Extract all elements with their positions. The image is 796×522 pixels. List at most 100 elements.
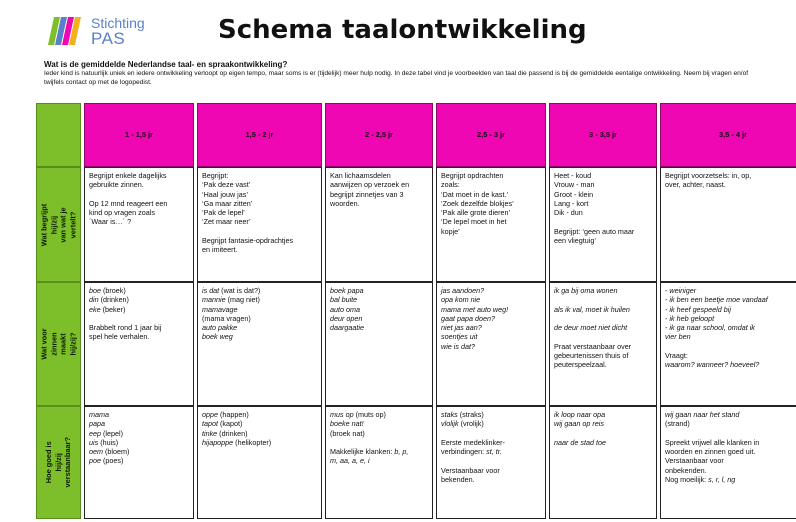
cell-text: vlolijk [441,419,459,429]
cell-line: niet jas aan? [441,323,541,332]
cell-line: (mama vragen) [202,314,317,323]
cell-text: - ik ben een beetje moe vandaaf [665,295,768,305]
cell-line [554,429,652,438]
cell-line: vier ben [665,332,796,341]
cell-text: zoals: [441,180,460,190]
table-cell: oppe (happen)tapot (kapot)tinke (drinken… [197,406,322,519]
row-label: Wat begrijpt hij/zij van wat je vertelt? [36,167,81,282]
cell-text: spel hele verhalen. [89,332,150,342]
cell-text: mannie [202,295,226,305]
cell-line: ‘Pak deze vast’ [202,180,317,189]
cell-line: - ik ben een beetje moe vandaaf [665,295,796,304]
cell-line: en imiteert. [202,245,317,254]
cell-text: gebruikte zinnen. [89,180,144,190]
cell-line: boek weg [202,332,317,341]
cell-line: mama [89,410,189,419]
cell-text: Vraagt: [665,351,688,361]
cell-line: vlolijk (vrolijk) [441,419,541,428]
cell-text: (strand) [665,419,690,429]
cell-text: (bloem) [102,447,130,457]
cell-text: Kan lichaamsdelen [330,171,391,180]
table-corner [36,103,81,167]
cell-text: Spreekt vrijwel alle klanken in [665,437,760,447]
cell-line: Vrouw - man [554,180,652,189]
cell-line: als ik val, moet ik huilen [554,305,652,314]
cell-text: - ik ga naar school, omdat ik [665,323,755,333]
cell-line: Vraagt: [665,351,796,360]
table-cell: staks (straks)vlolijk (vrolijk)Eerste me… [436,406,546,519]
logo-text-stichting: Stichting [91,15,145,31]
cell-line: verbindingen: st, tr. [441,447,541,456]
cell-text: Nog moeilijk: [665,475,709,485]
cell-text: Verstaanbaar voor [665,456,724,466]
cell-text: boe [89,286,101,295]
cell-line: Kan lichaamsdelen [330,171,428,180]
cell-line: - ik heb geloopt [665,314,796,323]
cell-text: st, tr. [486,447,502,457]
cell-text: een vliegtuig’ [554,236,596,246]
cell-text: Begrijpt: [202,171,229,180]
cell-line: eep (lepel) [89,429,189,438]
cell-line: woorden en zinnen goed uit. [665,447,796,456]
table-cell: boe (broek)din (drinken)eke (beker)Brabb… [84,282,194,406]
cell-text: wij gaan naar het stand [665,410,740,419]
cell-text: m, aa, a, e, i [330,456,370,466]
logo-stripes-icon [48,17,81,45]
cell-text: oem [89,447,103,457]
cell-text: Begrijpt: ‘geen auto maar [554,226,635,236]
cell-text: boeke nat! [330,419,364,429]
cell-text: auto oma [330,304,360,314]
cell-text: (mama vragen) [202,313,251,323]
cell-line [441,429,541,438]
cell-text: bekenden. [441,475,475,485]
cell-text: kind op vragen zoals [89,208,155,218]
cell-line: bal buite [330,295,428,304]
cell-line: opa kom nie [441,295,541,304]
cell-text: ‘Zoek dezelfde blokjes’ [441,198,514,208]
cell-text: Op 12 mnd reageert een [89,198,168,208]
cell-text: (mag niet) [225,295,260,305]
cell-text: verbindingen: [441,447,487,457]
cell-line: Groot - klein [554,190,652,199]
cell-text: woorden. [330,198,360,208]
intro-text: Ieder kind is natuurlijk uniek en iedere… [44,70,749,86]
cell-line: gebeurtenissen thuis of [554,351,652,360]
cell-text: naar de stad toe [554,437,606,447]
cell-text: Praat verstaanbaar over [554,341,632,351]
cell-text: begrijpt zinnetjes van 3 [330,189,404,199]
cell-line: deur open [330,314,428,323]
cell-text: ‘Pak deze vast’ [202,180,251,190]
cell-line: over, achter, naast. [665,180,796,189]
cell-line: naar de stad toe [554,438,652,447]
cell-line: papa [89,419,189,428]
cell-line: din (drinken) [89,295,189,304]
cell-text: auto pakke [202,323,238,333]
cell-line: mama met auto weg! [441,305,541,314]
cell-text: (huis) [98,437,119,447]
cell-line: mus op (muts op) [330,410,428,419]
cell-line: Spreekt vrijwel alle klanken in [665,438,796,447]
cell-text: (drinken) [98,295,129,305]
cell-line [554,295,652,304]
cell-line: gaat papa doen? [441,314,541,323]
cell-text: ‘Dat moet in de kast.’ [441,189,509,199]
cell-line: auto pakke [202,323,317,332]
cell-text: Dik - dun [554,208,583,218]
cell-line: ‘Zoek dezelfde blokjes’ [441,199,541,208]
cell-text: is dat [202,286,220,295]
cell-text: Eerste medeklinker- [441,437,505,447]
cell-line: Begrijpt voorzetsels: in, op, [665,171,796,180]
cell-text: jas aandoen? [441,286,485,295]
cell-line: ‘Pak de lepel’ [202,208,317,217]
cell-text: Begrijpt opdrachten [441,171,504,180]
cell-text: (broek nat) [330,428,365,438]
cell-text: mama [89,410,109,419]
cell-line: woorden. [330,199,428,208]
cell-line: boek papa [330,286,428,295]
cell-line: begrijpt zinnetjes van 3 [330,190,428,199]
cell-text: ‘Pak de lepel’ [202,208,245,218]
